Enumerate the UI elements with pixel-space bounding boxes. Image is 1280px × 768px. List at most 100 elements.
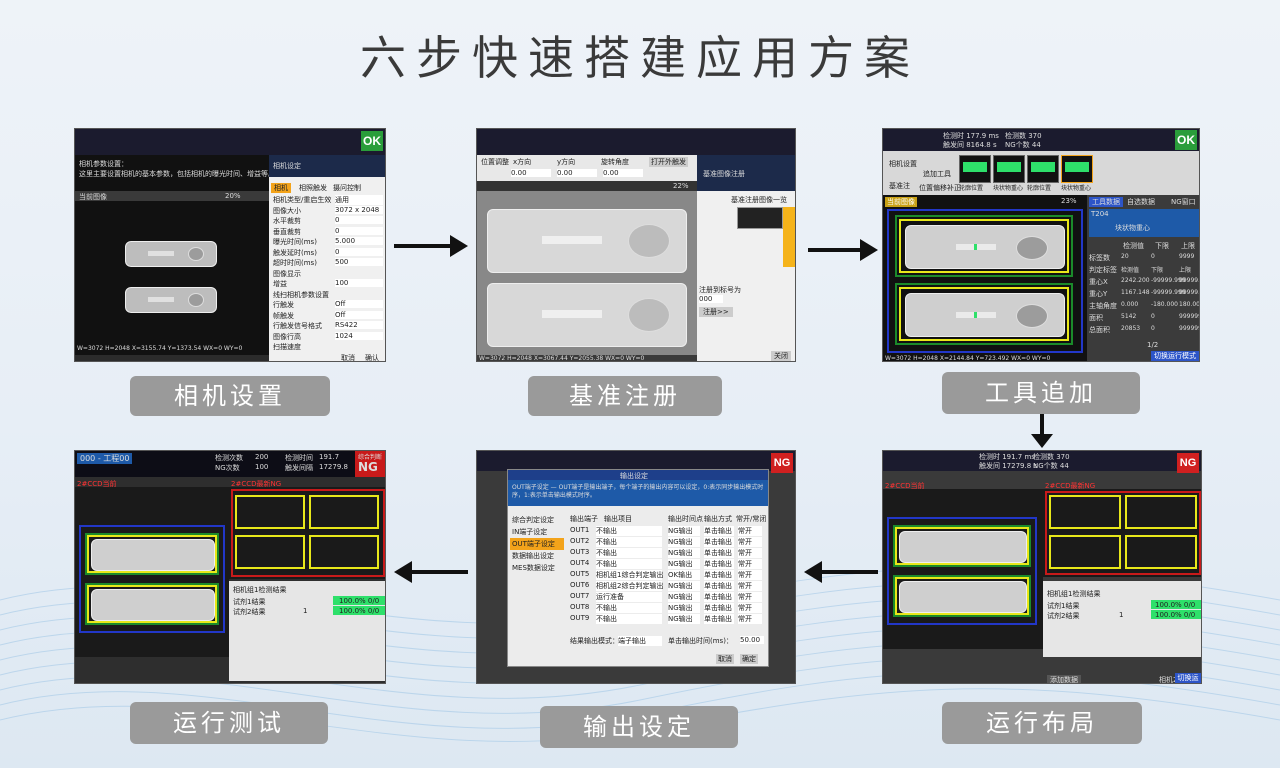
output-oc-select[interactable]: 常开 xyxy=(738,537,762,547)
tab-camera[interactable]: 相机 xyxy=(271,183,291,193)
data-row-low: -180.000 xyxy=(1151,301,1178,308)
ok-button[interactable]: 确定 xyxy=(740,654,758,664)
camera-settings-button[interactable]: 相机设置 xyxy=(889,160,917,168)
setting-value[interactable]: 1024 xyxy=(335,331,383,340)
output-menu-item[interactable]: OUT端子设定 xyxy=(510,538,564,550)
add-tool-button[interactable]: 追加工具 xyxy=(923,170,951,178)
output-mode-select[interactable]: 单击输出 xyxy=(704,614,734,624)
output-oc-select[interactable]: 常开 xyxy=(738,548,762,558)
register-id-input[interactable]: 000 xyxy=(699,295,723,303)
output-time-select[interactable]: OK输出 xyxy=(668,570,700,580)
tab-self-data[interactable]: 自选数据 xyxy=(1127,198,1155,206)
output-oc-select[interactable]: 常开 xyxy=(738,581,762,591)
thumbnail-image xyxy=(1065,162,1089,172)
setting-label: 帧触发 xyxy=(273,311,294,320)
output-mode-select[interactable]: 单击输出 xyxy=(704,559,734,569)
setting-value[interactable]: RS422 xyxy=(335,321,383,329)
ok-indicator: OK xyxy=(1175,130,1197,150)
data-row-value: 检测值 xyxy=(1121,267,1140,274)
output-menu-item[interactable]: 数据输出设定 xyxy=(512,552,554,560)
output-mode-select[interactable]: 单击输出 xyxy=(704,581,734,591)
y-input[interactable]: 0.00 xyxy=(557,169,597,177)
output-item-select[interactable]: 不输出 xyxy=(596,548,662,558)
output-menu-item[interactable]: IN端子设定 xyxy=(512,528,548,536)
output-item-select[interactable]: 不输出 xyxy=(596,526,662,536)
thumbnail-label: 轮廓位置 xyxy=(959,185,984,192)
single-time-input[interactable]: 50.00 xyxy=(740,636,764,644)
output-mode-select[interactable]: 单击输出 xyxy=(704,548,734,558)
output-item-select[interactable]: 不输出 xyxy=(596,603,662,613)
setting-label: 曝光时间(ms) xyxy=(273,238,317,246)
tab-trigger[interactable]: 相照触发 xyxy=(299,184,327,192)
arrow-right-icon xyxy=(808,239,878,261)
output-time-select[interactable]: NG输出 xyxy=(668,592,700,602)
position-offset-button[interactable]: 位置偏移补正 xyxy=(919,184,961,192)
output-item-select[interactable]: 不输出 xyxy=(596,614,662,624)
tab-ng-window[interactable]: NG窗口 xyxy=(1171,198,1196,206)
setting-value[interactable]: 100 xyxy=(335,279,383,287)
open-trigger-button[interactable]: 打开外触发 xyxy=(649,157,688,167)
output-mode-select[interactable]: 单击输出 xyxy=(704,570,734,580)
output-time-select[interactable]: NG输出 xyxy=(668,581,700,591)
run-mode-button[interactable]: 切换运行模式 xyxy=(1151,351,1199,361)
tab-shoot[interactable]: 摄问控制 xyxy=(333,184,361,192)
output-mode-select[interactable]: 单击输出 xyxy=(704,537,734,547)
screenshot-camera-settings: OK 相机参数设置： 这里主要设置相机的基本参数，包括相机的曝光时间、增益等。 … xyxy=(74,128,386,362)
test-cassette xyxy=(125,241,217,267)
data-row-label: 面积 xyxy=(1089,314,1103,322)
output-mode-select[interactable]: 单击输出 xyxy=(704,592,734,602)
register-panel: 基准图像注册 基准注册图像一览 注册到标号为 000 注册>> 关闭 xyxy=(697,155,795,361)
output-item-select[interactable]: 相机组2综合判定输出 xyxy=(596,581,664,591)
close-button[interactable]: 关闭 xyxy=(771,351,791,361)
setting-value[interactable]: 5.000 xyxy=(335,237,383,245)
output-item-select[interactable]: 相机组1综合判定输出 xyxy=(596,570,664,580)
setting-label: 行触发 xyxy=(273,301,294,309)
tool-thumbnail[interactable] xyxy=(993,155,1025,183)
output-oc-select[interactable]: 常开 xyxy=(738,614,762,624)
output-time-select[interactable]: NG输出 xyxy=(668,614,700,624)
setting-value[interactable]: 通用 xyxy=(335,195,383,205)
output-mode-select[interactable]: 单击输出 xyxy=(704,603,734,613)
output-mode-select[interactable]: 单击输出 xyxy=(704,526,734,536)
output-time-select[interactable]: NG输出 xyxy=(668,526,700,536)
data-row-low: 下限 xyxy=(1151,267,1164,274)
output-item-select[interactable]: 不输出 xyxy=(596,537,662,547)
output-oc-select[interactable]: 常开 xyxy=(738,526,762,536)
output-oc-select[interactable]: 常开 xyxy=(738,592,762,602)
output-time-select[interactable]: NG输出 xyxy=(668,548,700,558)
output-time-select[interactable]: NG输出 xyxy=(668,559,700,569)
output-oc-select[interactable]: 常开 xyxy=(738,559,762,569)
tool-thumbnail[interactable] xyxy=(959,155,991,183)
output-time-select[interactable]: NG输出 xyxy=(668,537,700,547)
screenshot-output-settings: NG 输出设定 OUT端子设定 — OUT端子是输出端子，每个端子的输出内容可以… xyxy=(476,450,796,684)
register-button[interactable]: 注册>> xyxy=(699,307,733,317)
output-time-select[interactable]: NG输出 xyxy=(668,603,700,613)
add-data-button[interactable]: 添加数据 xyxy=(1047,675,1081,683)
thumbnail-image xyxy=(1031,162,1055,172)
ok-button[interactable]: 确认 xyxy=(365,354,379,362)
tab-tool-data[interactable]: 工具数据 xyxy=(1089,197,1123,207)
result-mode-select[interactable]: 端子输出 xyxy=(618,636,662,646)
run-detect-button[interactable]: 切换运行检测 xyxy=(1175,673,1201,683)
tool-thumbnail[interactable] xyxy=(1061,155,1093,183)
tool-thumbnail[interactable] xyxy=(1027,155,1059,183)
cancel-button[interactable]: 取消 xyxy=(716,654,734,664)
output-menu-item[interactable]: MES数据设定 xyxy=(512,564,555,572)
setting-value[interactable]: 0 xyxy=(335,226,383,235)
output-menu-item[interactable]: 综合判定设定 xyxy=(512,516,554,524)
setting-value[interactable]: 0 xyxy=(335,216,383,224)
register-button[interactable]: 基准注 xyxy=(889,182,910,190)
setting-value[interactable]: 0 xyxy=(335,247,383,256)
output-item-select[interactable]: 不输出 xyxy=(596,559,662,569)
setting-value[interactable]: Off xyxy=(335,310,383,319)
output-oc-select[interactable]: 常开 xyxy=(738,570,762,580)
output-item-select[interactable]: 运行准备 xyxy=(596,592,662,602)
x-input[interactable]: 0.00 xyxy=(511,169,551,177)
rotate-input[interactable]: 0.00 xyxy=(603,169,643,177)
setting-value[interactable]: 500 xyxy=(335,258,383,266)
setting-value[interactable]: Off xyxy=(335,300,383,308)
output-oc-select[interactable]: 常开 xyxy=(738,603,762,613)
cancel-button[interactable]: 取消 xyxy=(341,354,355,362)
ng-indicator: NG xyxy=(1177,453,1199,473)
setting-value[interactable]: 3072 x 2048 xyxy=(335,205,383,214)
